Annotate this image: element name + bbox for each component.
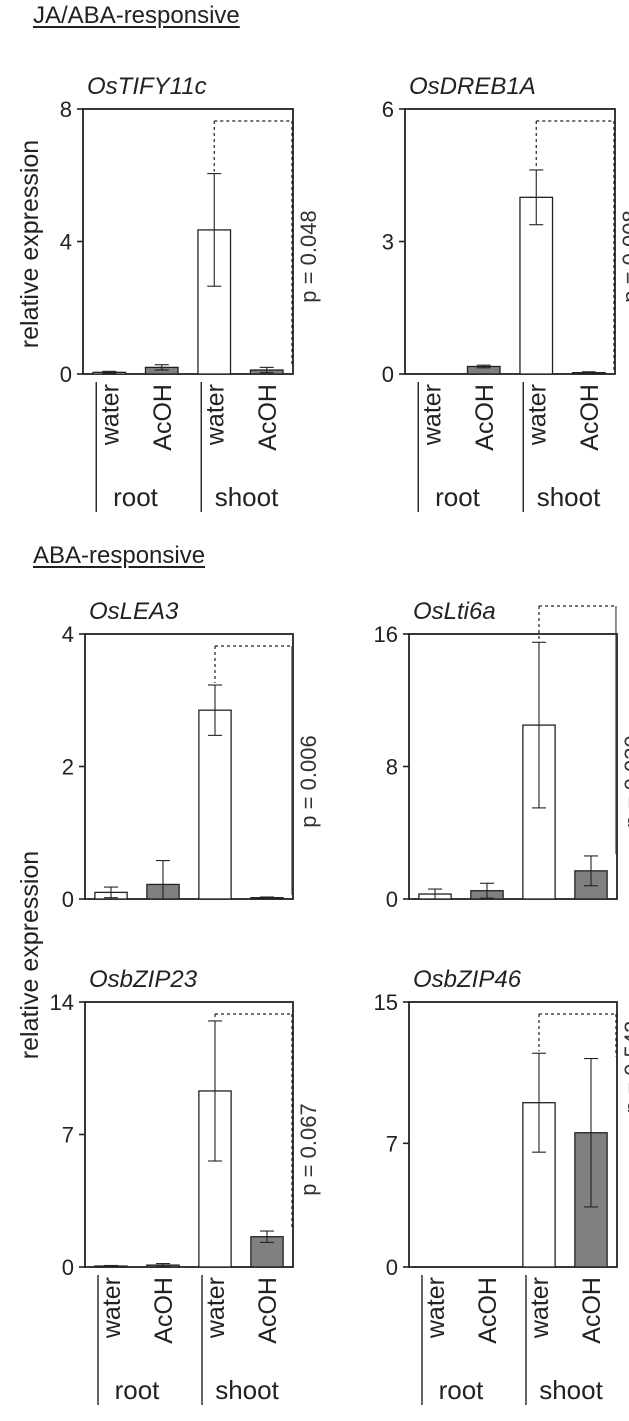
y-tick-label: 0 <box>382 362 394 387</box>
y-tick-label: 8 <box>60 97 72 122</box>
x-label-water: water <box>523 384 551 446</box>
bar-shoot-water <box>198 709 232 900</box>
y-tick-label: 7 <box>62 1123 74 1148</box>
x-label-water: water <box>422 1277 450 1339</box>
section-title-aba: ABA-responsive <box>33 542 206 569</box>
y-tick-label: 2 <box>62 755 74 780</box>
group-label-root: root <box>113 482 159 512</box>
y-tick-label: 4 <box>60 230 72 255</box>
y-axis-label-bottom: relative expression <box>16 851 44 1059</box>
y-tick-label: 6 <box>382 97 394 122</box>
group-label-shoot: shoot <box>539 1375 603 1405</box>
x-label-acoh: AcOH <box>150 1277 178 1344</box>
x-label-acoh: AcOH <box>471 384 499 451</box>
p-value-label: p = 0.048 <box>296 210 321 302</box>
chart-panel-5: OsbZIP23 0 7 14 p = 0.067 <box>50 966 321 1280</box>
x-label-water: water <box>526 1277 554 1339</box>
x-label-water: water <box>96 384 124 446</box>
plot-frame <box>404 108 616 375</box>
chart-title: OsLti6a <box>413 598 496 625</box>
y-tick-label: 0 <box>60 362 72 387</box>
x-label-acoh: AcOH <box>254 1277 282 1344</box>
x-axis-labels-1: water AcOH water AcOH root shoot <box>95 382 282 512</box>
section-title-ja-aba: JA/ABA-responsive <box>33 2 240 29</box>
chart-panel-4: OsLti6a 0 8 16 p = 0.039 <box>374 598 629 912</box>
p-value-label: p = 0.006 <box>296 735 321 827</box>
plot-frame <box>408 633 618 900</box>
chart-panel-2: OsDREB1A 0 3 6 p = 0.008 <box>382 73 629 387</box>
chart-title: OsLEA3 <box>89 598 179 625</box>
y-tick-label: 16 <box>374 622 398 647</box>
y-tick-label: 3 <box>382 230 394 255</box>
y-tick-label: 15 <box>374 990 398 1015</box>
group-label-root: root <box>435 482 481 512</box>
group-label-shoot: shoot <box>215 1375 279 1405</box>
y-tick-label: 0 <box>386 1255 398 1280</box>
chart-title: OsDREB1A <box>409 73 536 100</box>
bar-shoot-water <box>519 196 554 375</box>
group-label-shoot: shoot <box>215 482 279 512</box>
y-tick-label: 0 <box>386 887 398 912</box>
y-tick-label: 7 <box>386 1131 398 1156</box>
x-label-water: water <box>201 384 229 446</box>
y-tick-label: 0 <box>62 887 74 912</box>
x-axis-labels-2: water AcOH water AcOH root shoot <box>417 382 604 512</box>
x-label-acoh: AcOH <box>578 1277 606 1344</box>
p-value-label: p = 0.067 <box>296 1103 321 1195</box>
x-label-acoh: AcOH <box>254 384 282 451</box>
x-label-acoh: AcOH <box>474 1277 502 1344</box>
group-label-shoot: shoot <box>537 482 601 512</box>
y-axis-label-top: relative expression <box>16 140 44 348</box>
group-label-root: root <box>115 1375 161 1405</box>
plot-frame <box>82 108 294 375</box>
y-tick-label: 8 <box>386 755 398 780</box>
chart-title: OsbZIP46 <box>413 966 522 993</box>
x-label-water: water <box>418 384 446 446</box>
x-label-water: water <box>98 1277 126 1339</box>
plot-frame <box>408 1001 618 1268</box>
x-label-water: water <box>202 1277 230 1339</box>
y-tick-label: 4 <box>62 622 74 647</box>
chart-title: OsTIFY11c <box>87 73 207 100</box>
p-value-label: p = 0.542 <box>620 1021 629 1113</box>
y-tick-label: 14 <box>50 990 74 1015</box>
plot-frame <box>84 1001 294 1268</box>
p-value-label: p = 0.008 <box>618 210 629 302</box>
chart-title: OsbZIP23 <box>89 966 198 993</box>
chart-panel-1: OsTIFY11c 0 4 8 p = 0.048 <box>60 73 321 387</box>
chart-panel-6: OsbZIP46 0 7 15 p = 0.542 <box>374 966 629 1280</box>
group-label-root: root <box>439 1375 485 1405</box>
x-axis-labels-6: water AcOH water AcOH root shoot <box>421 1275 606 1405</box>
chart-panel-3: OsLEA3 0 2 4 p = 0.006 <box>62 598 321 912</box>
x-label-acoh: AcOH <box>576 384 604 451</box>
plot-frame <box>84 633 294 900</box>
y-tick-label: 0 <box>62 1255 74 1280</box>
x-axis-labels-5: water AcOH water AcOH root shoot <box>97 1275 282 1405</box>
p-value-label: p = 0.039 <box>620 735 629 827</box>
x-label-acoh: AcOH <box>149 384 177 451</box>
